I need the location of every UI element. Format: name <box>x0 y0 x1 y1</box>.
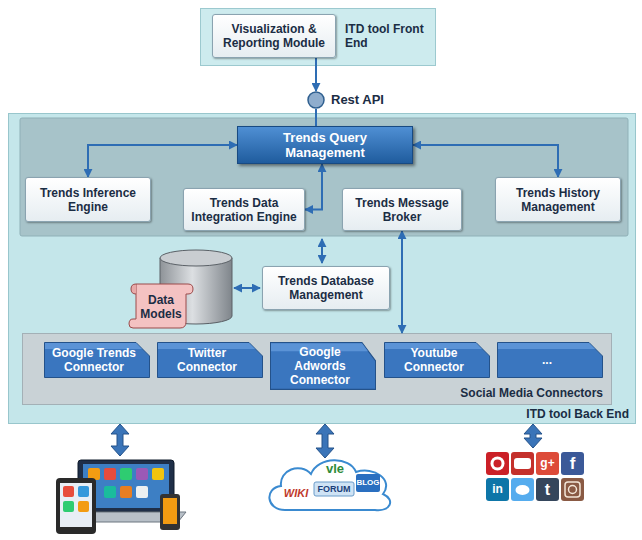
icon-text: in <box>486 478 509 501</box>
icon-text: WIKI <box>276 486 316 500</box>
module-box: Trends Database Management <box>262 266 390 310</box>
inner-panel <box>20 118 628 236</box>
query-management-box: Trends Query Management <box>237 126 413 164</box>
social-icons <box>486 452 584 501</box>
data-models-scroll: Data Models <box>128 282 194 330</box>
connector <box>315 58 317 91</box>
connector <box>305 164 322 210</box>
box-label: Twitter Connector <box>163 346 251 374</box>
icon-text: g+ <box>536 452 559 475</box>
box-label: Trends Query Management <box>244 130 406 160</box>
panel-label: ITD tool Front End <box>345 22 429 50</box>
icon-text: FORUM <box>314 482 354 496</box>
panel-label: ITD tool Back End <box>526 407 629 421</box>
data-link <box>321 239 323 263</box>
icon-text: f <box>561 452 584 475</box>
box-label: Data Models <box>134 293 188 321</box>
database-cylinder <box>160 250 232 324</box>
api-endpoint: Rest API <box>307 91 325 109</box>
box-label: Visualization & Reporting Module <box>219 22 329 50</box>
icon-text: BLOG <box>356 474 380 492</box>
module-box: Trends History Management <box>495 177 621 222</box>
module-box: Trends Data Integration Engine <box>183 188 305 231</box>
box-label: Trends Message Broker <box>349 196 455 224</box>
panel-label: Rest API <box>331 92 384 107</box>
connectors-band: Social Media Connectors Google Trends Con… <box>22 333 612 405</box>
box-label: Youtube Connector <box>390 346 478 374</box>
connector-tag: Google Trends Connector <box>44 342 150 378</box>
module-box: Trends Inference Engine <box>25 177 151 222</box>
box-label: Trends Database Management <box>269 274 383 302</box>
box-label: Trends History Management <box>502 186 614 214</box>
connector-tag: Google Adwords Connector <box>270 342 376 390</box>
box-label: Google Trends Connector <box>50 346 138 374</box>
box-label: Trends Data Integration Engine <box>190 196 298 224</box>
box-label: Google Adwords Connector <box>276 345 364 387</box>
front-end-panel: ITD tool Front End Visualization & Report… <box>200 8 436 66</box>
box-label: ... <box>542 353 552 367</box>
icon-text: t <box>536 478 559 501</box>
connector <box>315 109 317 126</box>
module-box: Trends Message Broker <box>342 188 462 231</box>
connector-tag: ... <box>497 342 603 378</box>
icon-text: vle <box>320 461 350 477</box>
connector-tag: Youtube Connector <box>384 342 490 378</box>
data-link <box>234 287 260 289</box>
panel-label: Social Media Connectors <box>460 386 603 400</box>
module-box: Visualization & Reporting Module <box>212 14 336 58</box>
devices-icon <box>56 460 186 534</box>
connector <box>401 231 403 333</box>
source-arrows <box>111 424 542 458</box>
api-circle <box>307 91 325 109</box>
connector <box>413 145 558 177</box>
connector <box>88 145 237 177</box>
box-label: Trends Inference Engine <box>32 186 144 214</box>
connector-tag: Twitter Connector <box>157 342 263 378</box>
cloud-icon <box>269 460 390 510</box>
